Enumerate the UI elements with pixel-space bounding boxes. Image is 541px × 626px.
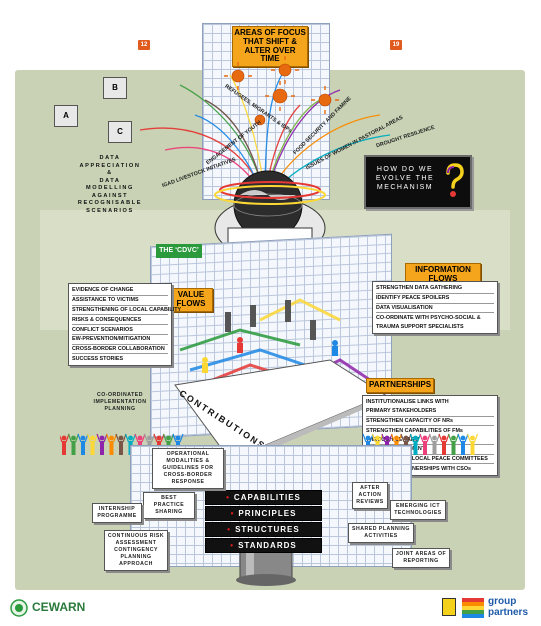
cewarn-emblem-icon bbox=[10, 599, 28, 617]
marker-left: 12 bbox=[138, 40, 150, 50]
person-head bbox=[460, 435, 466, 441]
list-item: INSTITUTIONALISE LINKS WITH bbox=[366, 399, 449, 406]
list-item: CONCRETE PARTNERSHIPS WITH CSOs bbox=[366, 465, 472, 472]
person-head bbox=[99, 435, 105, 441]
colour-bars-icon bbox=[462, 598, 484, 618]
person-arms bbox=[466, 433, 479, 443]
person-head bbox=[394, 435, 399, 441]
person-head bbox=[128, 435, 133, 441]
person-body bbox=[100, 441, 104, 455]
person-head bbox=[422, 435, 428, 441]
list-item: CONFLICT SCENARIOS bbox=[72, 325, 168, 335]
scenario-card-a: A bbox=[54, 105, 78, 127]
person-head bbox=[61, 435, 67, 441]
person-head bbox=[71, 435, 76, 441]
value-flows-tag: VALUE FLOWS bbox=[169, 288, 213, 312]
person-body bbox=[470, 441, 475, 455]
list-item: STRENGTHEN CAPACITY OF NRs bbox=[366, 417, 494, 427]
person-body bbox=[461, 441, 465, 455]
person-body bbox=[451, 441, 456, 455]
question-mark-icon bbox=[446, 163, 464, 197]
list-item: IDENTIFY PEACE SPOILERS bbox=[376, 294, 494, 304]
evolve-mechanism-text: HOW DO WE EVOLVE THE MECHANISM bbox=[375, 166, 435, 192]
person-body bbox=[81, 441, 85, 455]
list-item: CO-ORDINATE WITH PSYCHO-SOCIAL & bbox=[376, 314, 481, 321]
list-item: EW-PREVENTION/MITIGATION bbox=[72, 335, 168, 345]
list-item: CROSS-BORDER LOCAL PEACE COMMITTEES bbox=[366, 455, 494, 465]
list-item: DATA VISUALISATION bbox=[376, 304, 494, 314]
person-head bbox=[90, 435, 95, 441]
person-head bbox=[118, 435, 124, 441]
list-item: SUCCESS STORIES bbox=[72, 355, 124, 362]
person-head bbox=[470, 435, 475, 441]
list-item: STRENGTHEN DATA GATHERING bbox=[376, 284, 494, 294]
person-head bbox=[375, 435, 380, 441]
list-item: THROUGH CEWARU bbox=[366, 435, 494, 445]
emerging-ict-box: EMERGING ICT TECHNOLOGIES bbox=[390, 500, 446, 521]
person-head bbox=[166, 435, 171, 441]
areas-of-focus-tag: AREAS OF FOCUS THAT SHIFT & ALTER OVER T… bbox=[232, 26, 308, 68]
foundation-capabilities: •CAPABILITIES bbox=[205, 490, 322, 505]
list-item: RISKS & CONSEQUENCES bbox=[72, 315, 168, 326]
list-item: STRENGTHENING OF LOCAL CAPABILITY bbox=[72, 306, 181, 316]
list-item: CROSS-BORDER COLLABORATION bbox=[72, 345, 168, 355]
marker-right: 19 bbox=[390, 40, 402, 50]
person-head bbox=[137, 435, 143, 441]
best-practice-box: BEST PRACTICE SHARING bbox=[143, 492, 195, 520]
person-head bbox=[451, 435, 456, 441]
internship-box: INTERNSHIP PROGRAMME bbox=[92, 503, 142, 524]
shared-planning-box: SHARED PLANNING ACTIVITIES bbox=[348, 523, 414, 544]
group-partners-logo: group partners bbox=[462, 596, 537, 622]
after-action-box: AFTER ACTION REVIEWS bbox=[352, 482, 388, 510]
cewarn-logo: CEWARN bbox=[10, 597, 110, 619]
scenario-card-c: C bbox=[108, 121, 132, 143]
person-body bbox=[432, 441, 437, 455]
continuous-risk-box: CONTINUOUS RISK ASSESSMENT CONTINGENCY P… bbox=[104, 530, 168, 572]
person-body bbox=[71, 441, 76, 455]
person-head bbox=[413, 435, 418, 441]
person-head bbox=[156, 435, 162, 441]
partnerships-tag: PARTNERSHIPS bbox=[366, 378, 434, 393]
person-body bbox=[442, 441, 446, 455]
foundation-standards: •STANDARDS bbox=[205, 538, 322, 553]
person-body bbox=[413, 441, 418, 455]
cdvc-label: THE ‘CDVC’ bbox=[156, 244, 202, 258]
people-crowd-illustration bbox=[60, 433, 479, 455]
person-body bbox=[423, 441, 427, 455]
information-flows-list: STRENGTHEN DATA GATHERING IDENTIFY PEACE… bbox=[372, 281, 498, 334]
foundation-structures: •STRUCTURES bbox=[205, 522, 322, 537]
person-head bbox=[403, 435, 409, 441]
joint-areas-box: JOINT AREAS OF REPORTING bbox=[392, 548, 450, 569]
person-body bbox=[109, 441, 114, 455]
person-head bbox=[147, 435, 152, 441]
list-item: EVIDENCE OF CHANGE bbox=[72, 286, 168, 296]
scenario-card-b: B bbox=[103, 77, 127, 99]
value-flows-list: EVIDENCE OF CHANGE ASSISTANCE TO VICTIMS… bbox=[68, 283, 181, 367]
list-item: PRIMARY STAKEHOLDERS bbox=[366, 407, 494, 417]
person-head bbox=[432, 435, 437, 441]
information-flows-tag: INFORMATION FLOWS bbox=[405, 263, 481, 287]
partner-emblem-icon bbox=[442, 598, 456, 616]
person-head bbox=[441, 435, 447, 441]
foundation-principles: •PRINCIPLES bbox=[205, 506, 322, 521]
list-item: STRENGTHEN CAPABILITIES OF FMs bbox=[366, 427, 463, 434]
person-head bbox=[384, 435, 390, 441]
operational-modalities-box: OPERATIONAL MODALITIES & GUIDELINES FOR … bbox=[152, 448, 224, 490]
coordinated-planning-label: CO-ORDINATED IMPLEMENTATION PLANNING bbox=[93, 392, 147, 413]
person-head bbox=[365, 435, 371, 441]
person-body bbox=[90, 441, 95, 455]
person-head bbox=[109, 435, 114, 441]
data-modelling-label: DATA APPRECIATION & DATA MODELLING AGAIN… bbox=[77, 155, 143, 214]
person-head bbox=[80, 435, 86, 441]
list-item: TRAUMA SUPPORT SPECIALISTS bbox=[376, 323, 464, 330]
person-body bbox=[62, 441, 66, 455]
evolve-mechanism-box: HOW DO WE EVOLVE THE MECHANISM bbox=[364, 155, 472, 209]
person-head bbox=[175, 435, 181, 441]
list-item: ASSISTANCE TO VICTIMS bbox=[72, 296, 168, 306]
person-body bbox=[119, 441, 123, 455]
person-arms bbox=[172, 433, 184, 443]
